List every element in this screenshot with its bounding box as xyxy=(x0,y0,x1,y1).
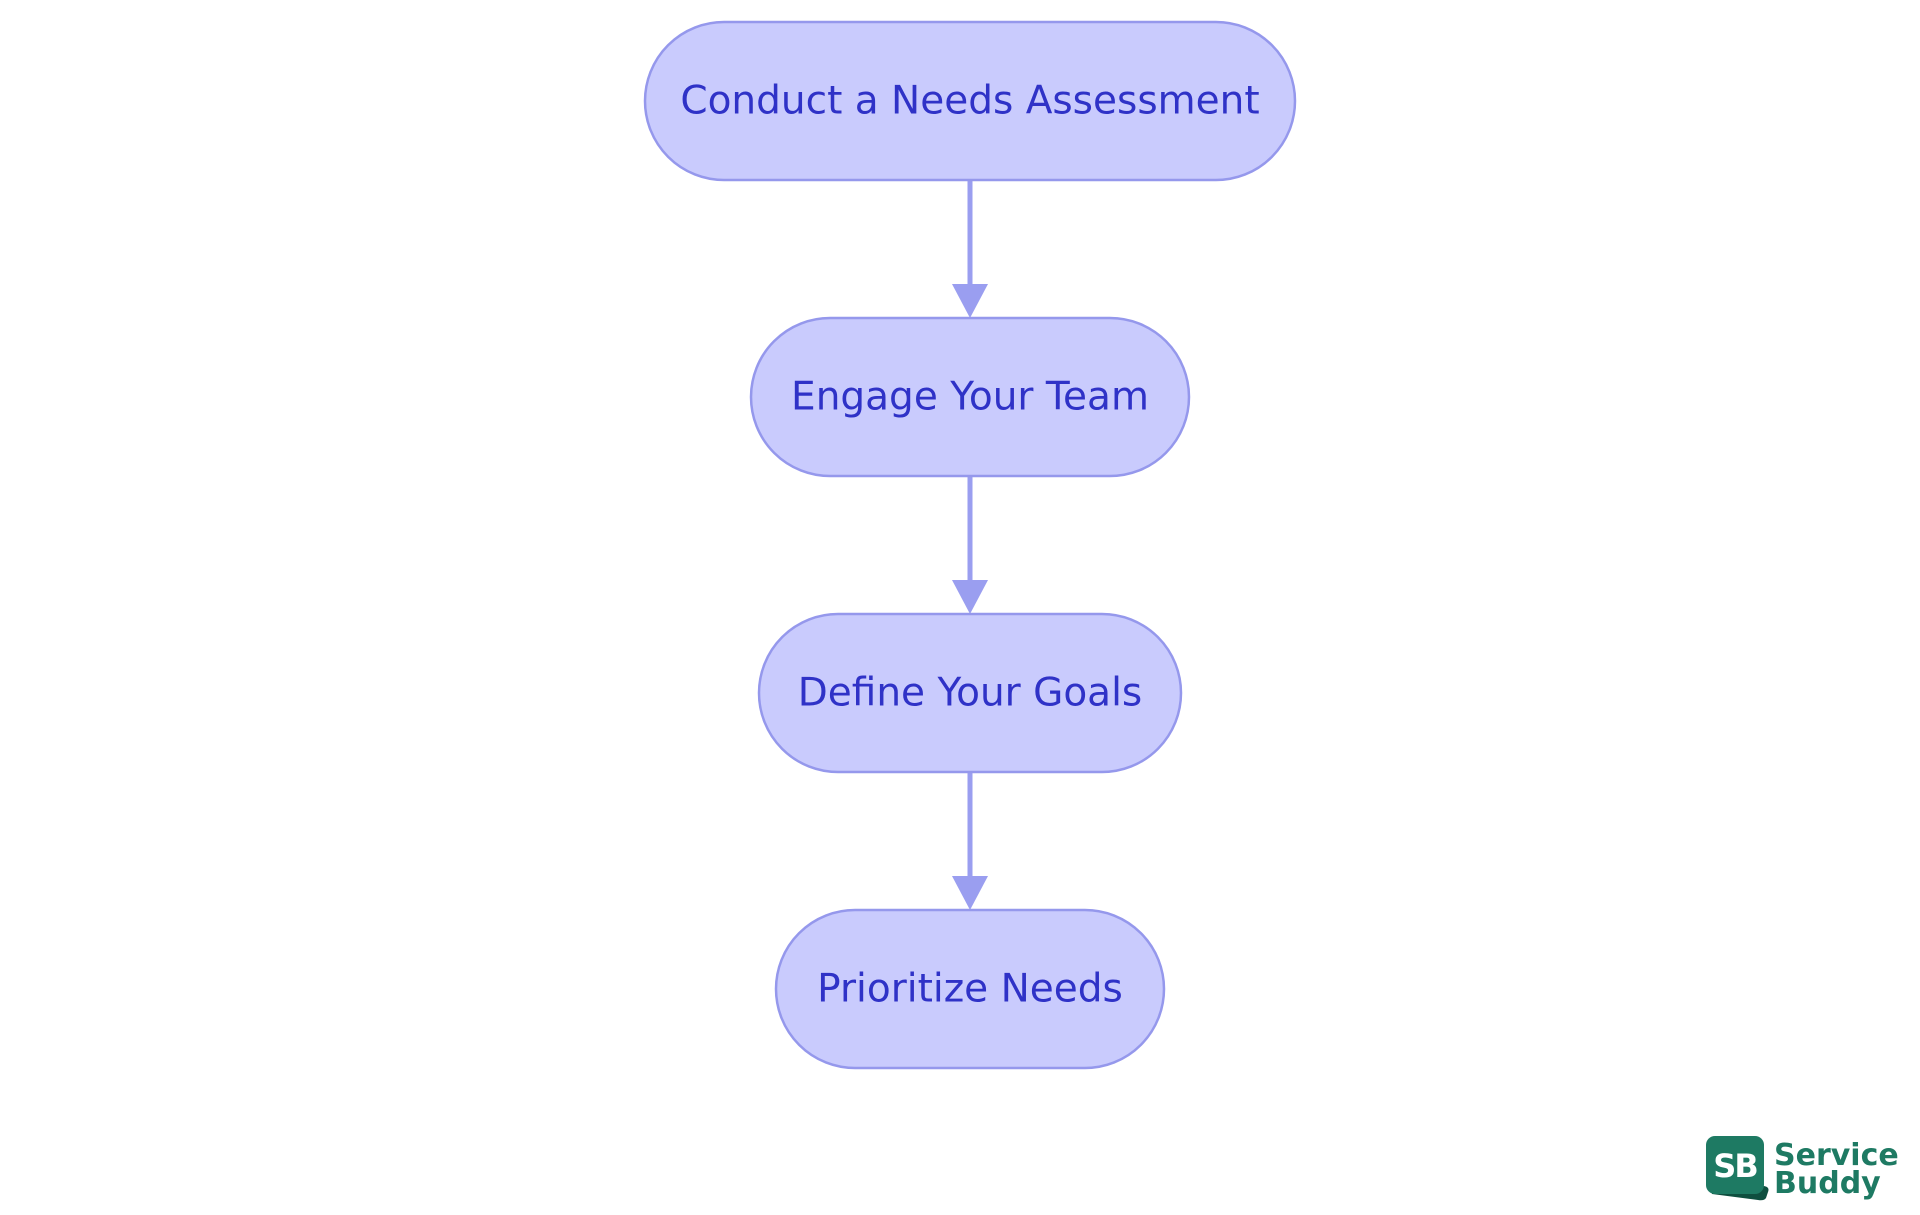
edge-assessment-to-team xyxy=(952,180,988,318)
edge-team-to-goals xyxy=(952,476,988,614)
node-label: Conduct a Needs Assessment xyxy=(680,79,1259,124)
node-shape xyxy=(757,612,1183,774)
node-shape xyxy=(749,316,1191,478)
node-prioritize-needs[interactable]: Prioritize Needs xyxy=(774,908,1166,1070)
node-define-your-goals[interactable]: Define Your Goals xyxy=(757,612,1183,774)
edge-goals-to-prioritize xyxy=(952,772,988,910)
logo-mark-text: SB xyxy=(1713,1147,1757,1185)
node-conduct-needs-assessment[interactable]: Conduct a Needs Assessment xyxy=(643,20,1297,182)
arrowhead-icon xyxy=(952,284,988,318)
node-label: Prioritize Needs xyxy=(817,967,1123,1012)
node-shape xyxy=(774,908,1166,1070)
node-engage-your-team[interactable]: Engage Your Team xyxy=(749,316,1191,478)
node-label: Engage Your Team xyxy=(791,375,1149,420)
node-label: Define Your Goals xyxy=(798,671,1143,716)
logo-line1: Service xyxy=(1774,1138,1899,1173)
node-shape xyxy=(643,20,1297,182)
arrowhead-icon xyxy=(952,876,988,910)
service-buddy-logo: SB Service Buddy xyxy=(1706,1136,1899,1201)
nodes: Conduct a Needs Assessment Engage Your T… xyxy=(643,20,1297,1070)
logo-mark-icon: SB xyxy=(1706,1136,1769,1201)
edges xyxy=(952,180,988,910)
logo-line2: Buddy xyxy=(1774,1166,1881,1201)
arrowhead-icon xyxy=(952,580,988,614)
